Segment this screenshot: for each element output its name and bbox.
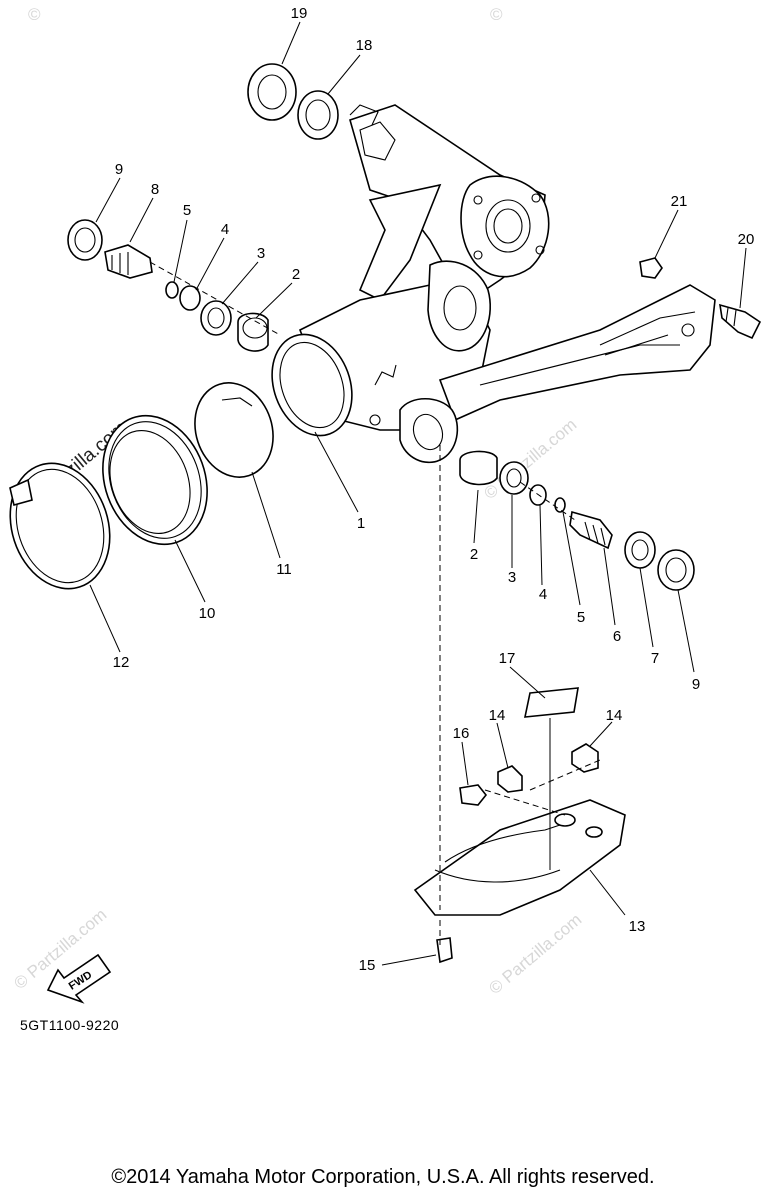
- callout-20: 20: [738, 231, 755, 248]
- callout-8: 8: [151, 181, 159, 198]
- callout-16: 16: [453, 725, 470, 742]
- fwd-arrow: FWD: [46, 953, 112, 1004]
- callout-3-left: 3: [257, 245, 265, 262]
- callout-18: 18: [356, 37, 373, 54]
- rear-arm-assembly: [271, 104, 716, 464]
- copyright-notice: ©2014 Yamaha Motor Corporation, U.S.A. A…: [111, 1166, 655, 1188]
- left-fittings: [67, 219, 269, 352]
- callout-4-right: 4: [539, 586, 547, 603]
- right-fittings: [459, 257, 762, 591]
- brand-watermark: © Partzilla.com: [485, 910, 585, 998]
- callout-10: 10: [199, 605, 216, 622]
- boots-and-clamps: [9, 382, 274, 590]
- callout-6: 6: [613, 628, 621, 645]
- top-bearings: [247, 63, 339, 140]
- alignment-lines: [149, 261, 601, 945]
- callout-labels: 19 18 9 8 5 4 3 2 1 11 10 12 2 3 4 5 6 7…: [113, 5, 755, 974]
- diagram-code: 5GT1100-9220: [20, 1017, 120, 1033]
- callout-14-left: 14: [489, 707, 506, 724]
- callout-19: 19: [291, 5, 308, 22]
- callout-4-left: 4: [221, 221, 229, 238]
- callout-15: 15: [359, 957, 376, 974]
- callout-14-right: 14: [606, 707, 623, 724]
- callout-12: 12: [113, 654, 130, 671]
- callout-17: 17: [499, 650, 516, 667]
- callout-13: 13: [629, 918, 646, 935]
- callout-5-left: 5: [183, 202, 191, 219]
- corner-watermark: ©: [28, 5, 41, 24]
- callout-7: 7: [651, 650, 659, 667]
- callout-9-right: 9: [692, 676, 700, 693]
- callout-9-left: 9: [115, 161, 123, 178]
- callout-11: 11: [276, 561, 292, 578]
- callout-2-left: 2: [292, 266, 300, 283]
- callout-2-right: 2: [470, 546, 478, 563]
- callout-21: 21: [671, 193, 688, 210]
- callout-1: 1: [357, 515, 365, 532]
- callout-3-right: 3: [508, 569, 516, 586]
- leader-lines: [89, 21, 747, 966]
- skid-plate-assembly: [413, 687, 626, 964]
- callout-5-right: 5: [577, 609, 585, 626]
- corner-watermark: ©: [490, 5, 503, 24]
